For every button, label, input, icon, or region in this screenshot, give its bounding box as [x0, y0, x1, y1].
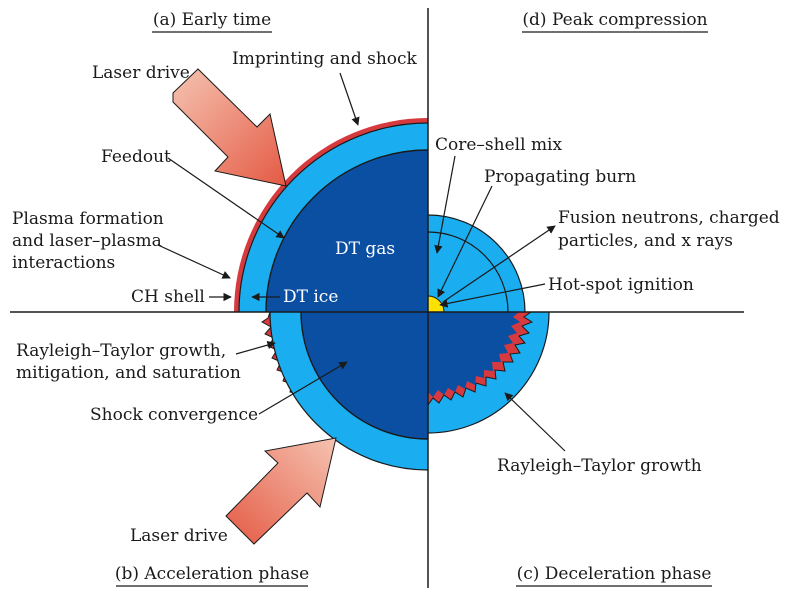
dt-gas-outline-a — [265, 149, 429, 313]
leader-hot-spot — [439, 283, 546, 308]
quadrant-c-title: (c) Deceleration phase — [517, 564, 712, 584]
label-rt-growth-line2: mitigation, and saturation — [16, 363, 241, 383]
quadrant-c-deceleration — [427, 311, 550, 434]
dt-gas-core-b — [301, 312, 428, 439]
label-hot-spot: Hot-spot ignition — [548, 275, 694, 295]
label-shock-convergence: Shock convergence — [90, 405, 258, 425]
label-plasma-line2: and laser–plasma — [12, 231, 162, 251]
label-fusion-line2: particles, and x rays — [558, 231, 733, 251]
label-ch-shell: CH shell — [131, 287, 205, 307]
dt-ice-outline-c — [427, 311, 550, 434]
leader-rt-growth-c — [504, 392, 566, 452]
label-rt-growth-c: Rayleigh–Taylor growth — [497, 456, 702, 476]
label-propagating-burn: Propagating burn — [484, 167, 636, 187]
dt-gas-outline-b — [300, 311, 429, 440]
leader-feedout — [167, 157, 285, 239]
core-boundary-d — [427, 231, 509, 313]
dt-gas-core-a — [266, 150, 428, 312]
label-laser-drive-top: Laser drive — [92, 63, 190, 83]
quadrant-d-title: (d) Peak compression — [522, 10, 707, 30]
leader-imprinting — [339, 72, 360, 126]
label-imprinting: Imprinting and shock — [232, 49, 418, 69]
quadrant-b-acceleration — [261, 311, 429, 471]
dt-ice-outline-a — [238, 122, 429, 313]
leader-lines — [157, 72, 566, 452]
quadrant-a-title: (a) Early time — [153, 10, 271, 30]
label-dt-ice: DT ice — [283, 287, 338, 307]
leader-propagating-burn — [437, 185, 493, 298]
leader-plasma — [157, 244, 231, 279]
label-dt-gas: DT gas — [335, 239, 395, 259]
label-feedout: Feedout — [101, 147, 171, 167]
label-laser-drive-bottom: Laser drive — [130, 526, 228, 546]
label-fusion-line1: Fusion neutrons, charged — [558, 208, 780, 228]
dt-ice-outline-d — [427, 214, 526, 313]
leader-rt-growth — [235, 341, 276, 355]
leader-fusion — [442, 225, 556, 303]
leader-shock-convergence — [258, 361, 348, 415]
laser-drive-arrow-bottom — [225, 437, 337, 545]
dt-ice-layer-d — [428, 215, 525, 312]
quadrant-b-title: (b) Acceleration phase — [115, 564, 309, 584]
leader-core-shell-mix — [434, 155, 456, 254]
quadrant-a-early-time — [234, 118, 429, 313]
label-plasma-line3: interactions — [12, 253, 115, 273]
dt-gas-core-c — [428, 312, 520, 397]
label-rt-growth-line1: Rayleigh–Taylor growth, — [16, 341, 226, 361]
label-plasma-line1: Plasma formation — [12, 209, 164, 229]
label-core-shell-mix: Core–shell mix — [435, 135, 562, 155]
laser-drive-arrow-top — [172, 68, 287, 187]
